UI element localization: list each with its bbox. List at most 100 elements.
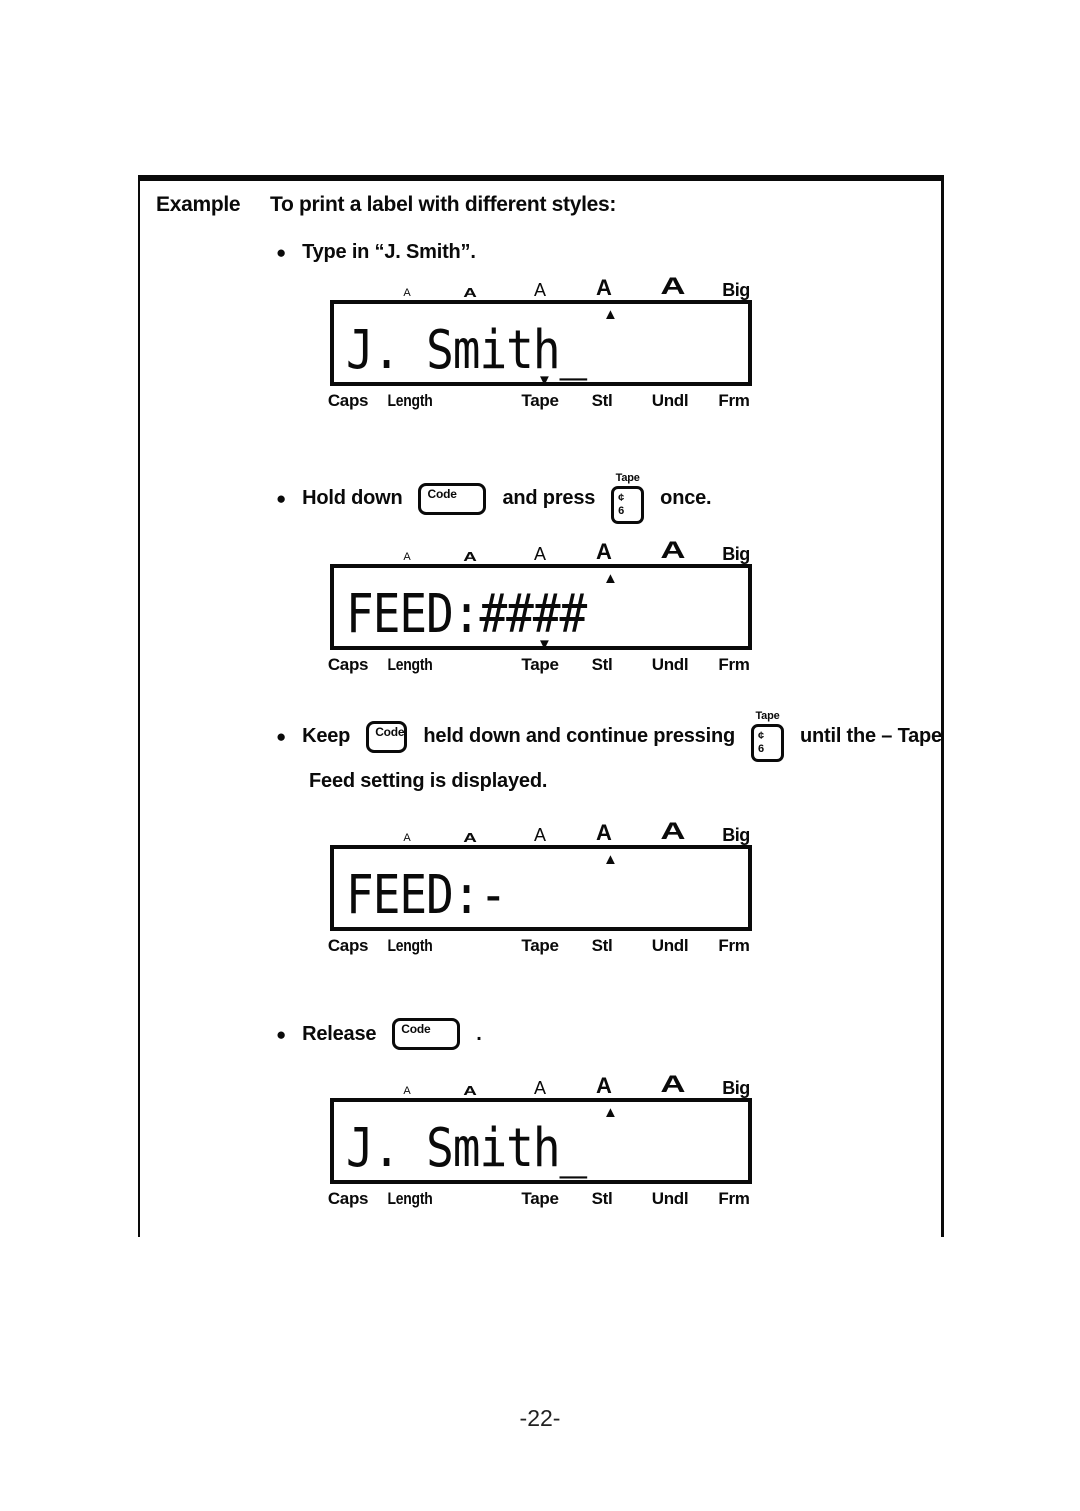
step-4-text-before: Release bbox=[302, 1022, 377, 1045]
example-box: Example To print a label with different … bbox=[138, 175, 944, 1237]
lcd-screen: ▲ FEED:#### ▼ bbox=[330, 564, 752, 653]
size-indicator-big: Big bbox=[722, 1078, 750, 1098]
size-indicator-a5: A bbox=[660, 818, 686, 845]
step-3-text-line2: Feed setting is displayed. bbox=[309, 770, 548, 792]
size-indicator-big: Big bbox=[722, 544, 750, 564]
lcd-panel-3: A A A A A Big ▲ FEED:- Caps Length Tape … bbox=[328, 815, 752, 960]
step-3-text-middle: held down and continue pressing bbox=[423, 725, 735, 747]
status-label-stl: Stl bbox=[591, 936, 613, 955]
lcd-panel-1: A A A A A Big ▲ J. Smith_ ▼ Caps Length … bbox=[327, 270, 752, 415]
status-label-frm: Frm bbox=[718, 936, 750, 955]
size-indicator-a3: A bbox=[533, 544, 547, 564]
size-indicator-row: A A A A A Big bbox=[330, 270, 752, 300]
lcd-text: J. Smith_ bbox=[346, 1116, 587, 1179]
tape-key-cap: ¢ 6 bbox=[611, 486, 645, 524]
size-indicator-a4: A bbox=[596, 539, 612, 564]
size-indicator-a1: A bbox=[403, 832, 411, 844]
size-indicator-a5: A bbox=[660, 537, 686, 564]
code-key: Code bbox=[366, 720, 408, 753]
status-label-frm: Frm bbox=[718, 1189, 750, 1208]
step-2-text-middle: and press bbox=[502, 487, 596, 509]
step-2: ● Hold down Code and press Tape ¢ 6 once… bbox=[276, 473, 941, 524]
status-label-frm: Frm bbox=[718, 655, 750, 674]
example-title: To print a label with different styles: bbox=[270, 193, 617, 216]
status-label-tape: Tape bbox=[521, 655, 559, 674]
size-indicator-a2: A bbox=[463, 549, 477, 564]
up-arrow-icon: ▲ bbox=[603, 306, 618, 323]
step-2-text-before: Hold down bbox=[302, 487, 403, 509]
size-indicator-a2: A bbox=[463, 1083, 477, 1098]
size-indicator-row: A A A A A Big bbox=[330, 1068, 752, 1098]
size-indicator-a5: A bbox=[660, 1071, 686, 1098]
example-label: Example bbox=[156, 193, 241, 216]
tape-key-char-bottom: 6 bbox=[757, 743, 764, 755]
status-label-tape: Tape bbox=[521, 391, 559, 410]
status-label-tape: Tape bbox=[521, 936, 559, 955]
size-indicator-a2: A bbox=[463, 830, 477, 845]
size-indicator-a1: A bbox=[403, 1085, 411, 1097]
tape-key-label: Tape bbox=[755, 710, 780, 722]
status-label-caps: Caps bbox=[327, 655, 369, 674]
tape-key: Tape ¢ 6 bbox=[611, 472, 645, 524]
step-3: ● Keep Code held down and continue press… bbox=[276, 710, 942, 793]
lcd-screen: ▲ J. Smith_ bbox=[330, 1098, 752, 1184]
status-label-length: Length bbox=[387, 391, 433, 410]
status-label-row: Caps Length Tape Stl Undl Frm bbox=[327, 655, 752, 679]
bullet-icon: ● bbox=[276, 243, 287, 262]
status-label-row: Caps Length Tape Stl Undl Frm bbox=[328, 936, 752, 960]
size-indicator-a3: A bbox=[533, 1078, 547, 1098]
size-indicator-big: Big bbox=[722, 280, 750, 300]
step-4: ● Release Code . bbox=[276, 1018, 941, 1050]
bullet-icon: ● bbox=[276, 1024, 287, 1044]
status-label-undl: Undl bbox=[651, 655, 689, 674]
size-indicator-a4: A bbox=[596, 820, 612, 845]
size-indicator-a2: A bbox=[463, 285, 477, 300]
up-arrow-icon: ▲ bbox=[603, 851, 618, 868]
status-label-stl: Stl bbox=[591, 391, 613, 410]
tape-key-char-top: ¢ bbox=[757, 729, 764, 742]
size-indicator-a3: A bbox=[533, 825, 547, 845]
status-label-length: Length bbox=[387, 1189, 433, 1208]
size-indicator-a3: A bbox=[533, 280, 547, 300]
tape-key-label: Tape bbox=[615, 472, 640, 484]
status-label-stl: Stl bbox=[591, 1189, 613, 1208]
status-label-caps: Caps bbox=[327, 1189, 369, 1208]
size-indicator-a1: A bbox=[403, 551, 411, 563]
step-4-text-after: . bbox=[476, 1022, 482, 1045]
status-label-tape: Tape bbox=[521, 1189, 559, 1208]
tape-key-char-top: ¢ bbox=[618, 491, 625, 504]
bullet-icon: ● bbox=[276, 489, 287, 508]
up-arrow-icon: ▲ bbox=[603, 1104, 618, 1121]
step-1-text: Type in “J. Smith”. bbox=[302, 241, 476, 263]
lcd-screen: ▲ J. Smith_ ▼ bbox=[330, 300, 752, 388]
status-label-length: Length bbox=[387, 655, 433, 674]
code-key: Code bbox=[418, 482, 487, 515]
step-2-text-after: once. bbox=[660, 487, 712, 509]
status-label-frm: Frm bbox=[718, 391, 750, 410]
status-label-row: Caps Length Tape Stl Undl Frm bbox=[327, 391, 752, 415]
page-number: -22- bbox=[519, 1405, 561, 1431]
up-arrow-icon: ▲ bbox=[603, 570, 618, 587]
status-label-undl: Undl bbox=[651, 936, 689, 955]
tape-key: Tape ¢ 6 bbox=[750, 710, 784, 762]
step-3-text-before: Keep bbox=[302, 725, 351, 747]
lcd-text: J. Smith_ bbox=[346, 318, 587, 381]
step-3-text-after: until the – Tape bbox=[799, 725, 942, 747]
example-header: Example To print a label with different … bbox=[156, 193, 941, 217]
down-arrow-icon: ▼ bbox=[537, 636, 552, 653]
status-label-length: Length bbox=[387, 936, 433, 955]
status-label-undl: Undl bbox=[651, 391, 689, 410]
bullet-icon: ● bbox=[276, 727, 287, 746]
status-label-undl: Undl bbox=[651, 1189, 689, 1208]
status-label-stl: Stl bbox=[591, 655, 613, 674]
lcd-screen: ▲ FEED:- bbox=[330, 845, 752, 931]
size-indicator-a1: A bbox=[403, 287, 411, 299]
tape-key-cap: ¢ 6 bbox=[750, 724, 784, 762]
size-indicator-row: A A A A A Big bbox=[330, 534, 752, 564]
status-label-caps: Caps bbox=[327, 391, 369, 410]
code-key: Code bbox=[392, 1018, 461, 1050]
lcd-panel-2: A A A A A Big ▲ FEED:#### ▼ Caps Length … bbox=[327, 534, 752, 679]
tape-key-char-bottom: 6 bbox=[618, 505, 625, 517]
size-indicator-row: A A A A A Big bbox=[330, 815, 752, 845]
